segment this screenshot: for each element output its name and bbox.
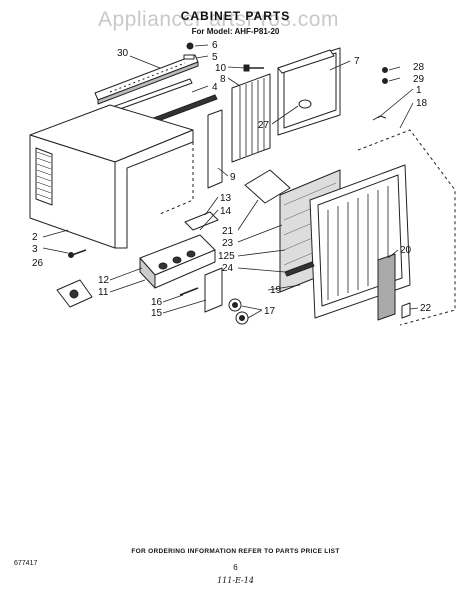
callout-label-27: 27: [258, 120, 270, 131]
callout-label-30: 30: [117, 48, 129, 59]
callout-label-4: 4: [212, 82, 218, 93]
callout-label-26: 26: [32, 258, 44, 269]
callout-label-13: 13: [220, 193, 232, 204]
side-curtain-part: [231, 73, 271, 163]
callout-label-24: 24: [222, 263, 234, 274]
callout-label-29: 29: [413, 74, 425, 85]
model-subtitle: For Model: AHF-P81-20: [191, 27, 280, 36]
page-number: 6: [233, 563, 238, 572]
callout-label-12: 12: [98, 275, 110, 286]
callout-label-19: 19: [270, 285, 282, 296]
callout-label-11: 11: [98, 287, 109, 298]
assembly-bracket-outline: [357, 129, 456, 326]
plate-part: [204, 267, 223, 313]
callout-label-17: 17: [264, 306, 276, 317]
screw-part: [243, 64, 264, 72]
filter-part: [244, 169, 291, 204]
screw-part: [179, 287, 199, 296]
callout-label-28: 28: [413, 62, 425, 73]
bracket-part: [207, 109, 223, 189]
frame-part: [277, 47, 341, 136]
clip-part: [183, 54, 195, 60]
callout-label-20: 20: [400, 245, 412, 256]
clip-part: [382, 78, 388, 84]
callout-label-21: 21: [222, 226, 234, 237]
callout-label-9: 9: [230, 172, 236, 183]
ordering-note: FOR ORDERING INFORMATION REFER TO PARTS …: [131, 548, 340, 555]
callout-label-16: 16: [151, 297, 163, 308]
control-housing-part: [139, 234, 216, 289]
callout-label-3: 3: [32, 244, 38, 255]
cabinet-shell-part: [29, 104, 194, 249]
callout-label-7: 7: [354, 56, 360, 67]
callout-label-125: 125: [218, 251, 235, 262]
top-rail-part: [94, 54, 199, 105]
callout-label-15: 15: [151, 308, 163, 319]
control-bracket-part: [184, 211, 219, 231]
knob-part: [228, 298, 249, 325]
callout-label-6: 6: [212, 40, 218, 51]
document-number: 677417: [14, 560, 38, 567]
callout-label-22: 22: [420, 303, 432, 314]
louver-part: [377, 253, 396, 321]
leader-lines: [42, 44, 419, 319]
callout-label-18: 18: [416, 98, 428, 109]
page-title: CABINET PARTS: [180, 9, 291, 23]
callout-label-14: 14: [220, 206, 232, 217]
callout-label-2: 2: [32, 232, 38, 243]
watermark: AppliancePartsPros.com: [98, 8, 339, 31]
fastener-part: [186, 42, 194, 50]
strip-part: [284, 261, 315, 277]
callout-label-8: 8: [220, 74, 226, 85]
callout-label-10: 10: [215, 63, 227, 74]
handwritten-date: 111-E-14: [217, 576, 254, 585]
small-part: [401, 302, 411, 319]
screw-part: [382, 67, 388, 73]
callout-label-5: 5: [212, 52, 218, 63]
mounting-plate-part: [56, 279, 93, 308]
callout-labels: 30 6 5 4 10 8 7 28 29 1 18 27 9 13 14 2 …: [32, 40, 432, 319]
screw-part: [68, 249, 87, 258]
callout-label-23: 23: [222, 238, 234, 249]
callout-label-1: 1: [416, 85, 422, 96]
